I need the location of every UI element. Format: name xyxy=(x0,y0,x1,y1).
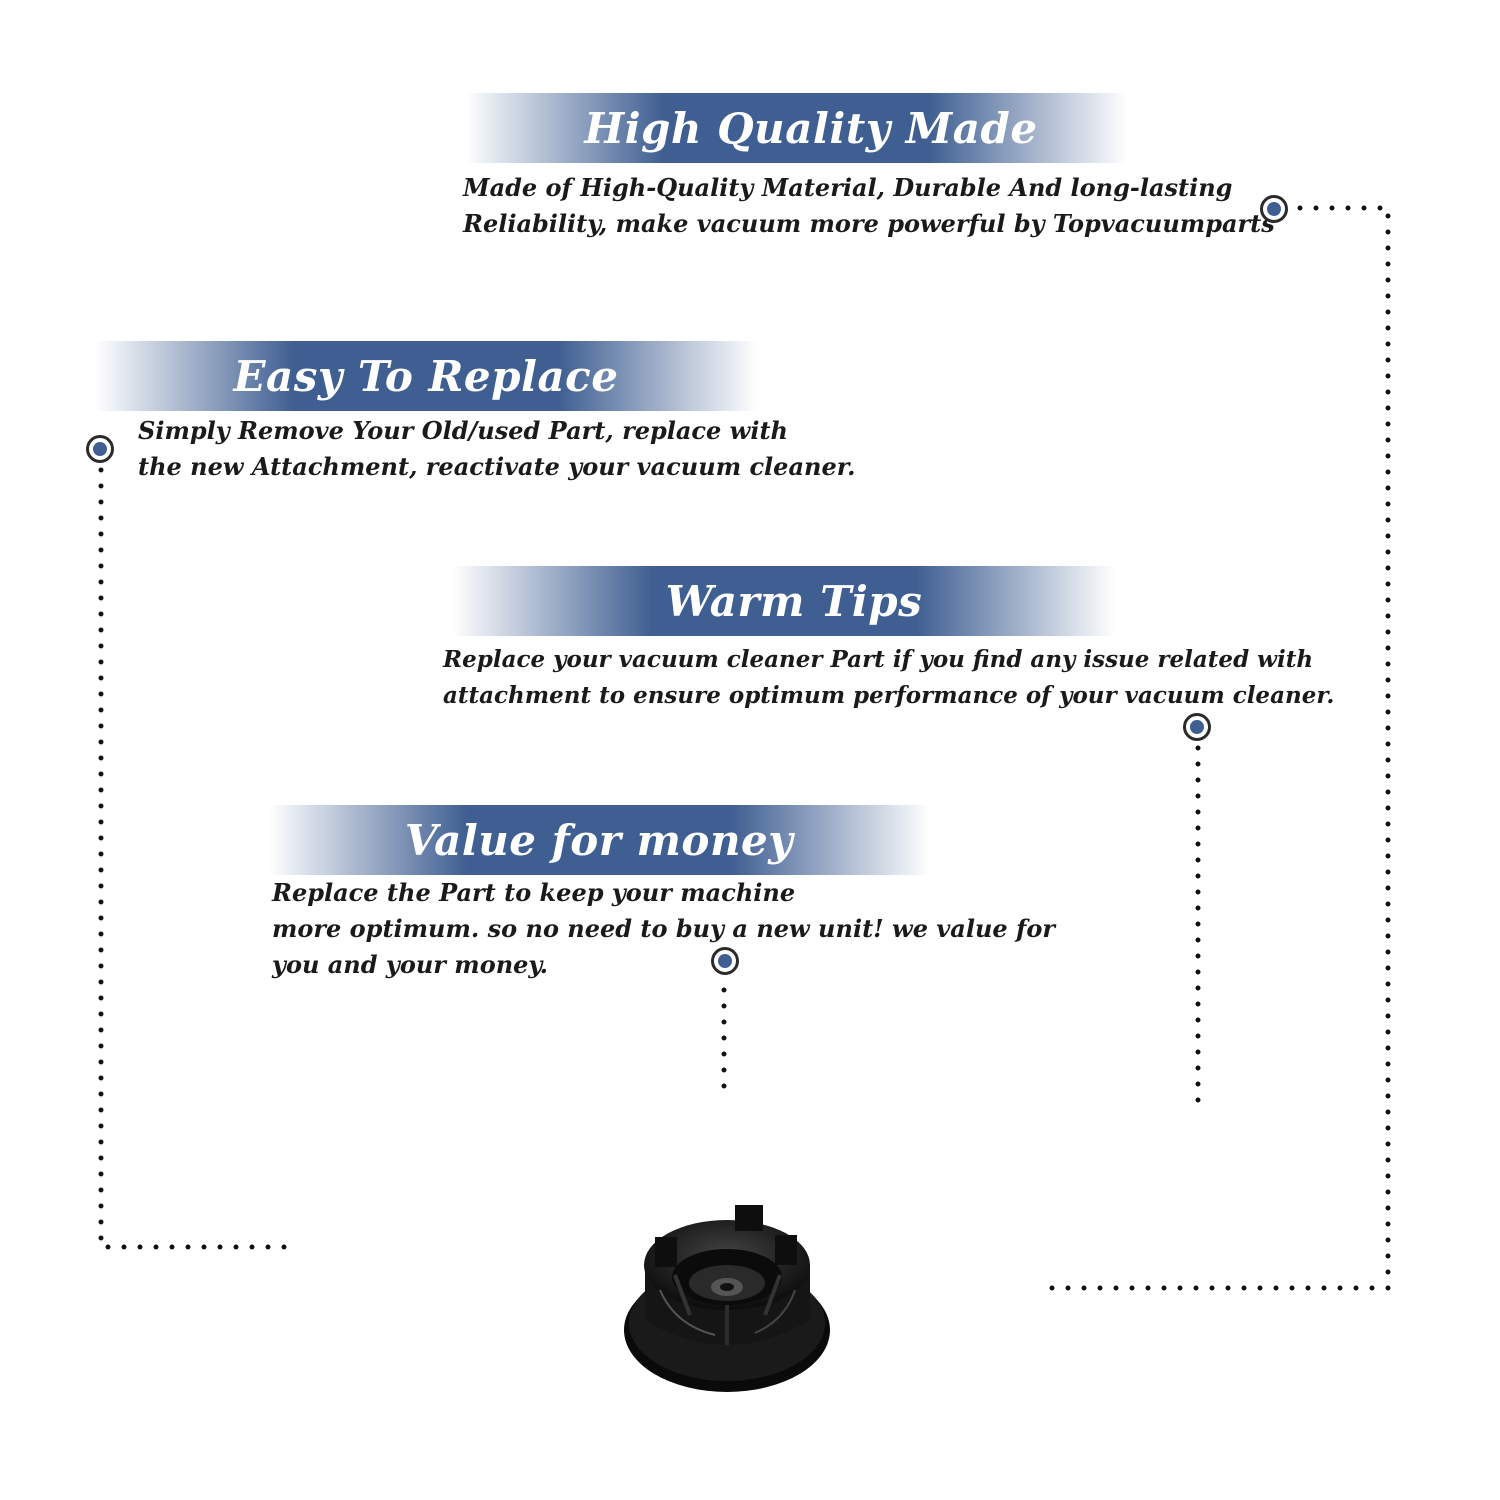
desc-quality: Made of High-Quality Material, Durable A… xyxy=(463,170,1275,242)
banner-value: Value for money xyxy=(268,805,930,875)
target-dot-icon xyxy=(711,947,739,975)
banner-tips-title: Warm Tips xyxy=(665,576,923,626)
banner-quality: High Quality Made xyxy=(465,93,1127,163)
desc-value: Replace the Part to keep your machine mo… xyxy=(272,875,1055,983)
banner-replace-title: Easy To Replace xyxy=(233,351,619,401)
desc-replace: Simply Remove Your Old/used Part, replac… xyxy=(138,413,856,485)
desc-quality-line-2: Reliability, make vacuum more powerful b… xyxy=(463,209,1275,238)
connector-replace xyxy=(98,467,299,1250)
desc-value-line-3: you and your money. xyxy=(272,950,548,979)
desc-value-line-1: Replace the Part to keep your machine xyxy=(272,878,796,907)
banner-quality-title: High Quality Made xyxy=(584,103,1038,153)
desc-replace-line-2: the new Attachment, reactivate your vacu… xyxy=(138,452,856,481)
target-dot-icon xyxy=(86,435,114,463)
desc-replace-line-1: Simply Remove Your Old/used Part, replac… xyxy=(138,416,788,445)
target-dot-icon xyxy=(1183,713,1211,741)
desc-tips-line-1: Replace your vacuum cleaner Part if you … xyxy=(443,646,1314,673)
banner-replace: Easy To Replace xyxy=(95,341,757,411)
product-image xyxy=(624,1205,830,1392)
connector-quality xyxy=(1035,205,1391,1291)
desc-quality-line-1: Made of High-Quality Material, Durable A… xyxy=(463,173,1233,202)
banner-value-title: Value for money xyxy=(404,815,794,865)
desc-tips: Replace your vacuum cleaner Part if you … xyxy=(443,642,1334,714)
banner-tips: Warm Tips xyxy=(453,566,1115,636)
desc-tips-line-2: attachment to ensure optimum performance… xyxy=(443,682,1335,709)
target-dot-icon xyxy=(1260,195,1288,223)
desc-value-line-2: more optimum. so no need to buy a new un… xyxy=(272,914,1055,943)
